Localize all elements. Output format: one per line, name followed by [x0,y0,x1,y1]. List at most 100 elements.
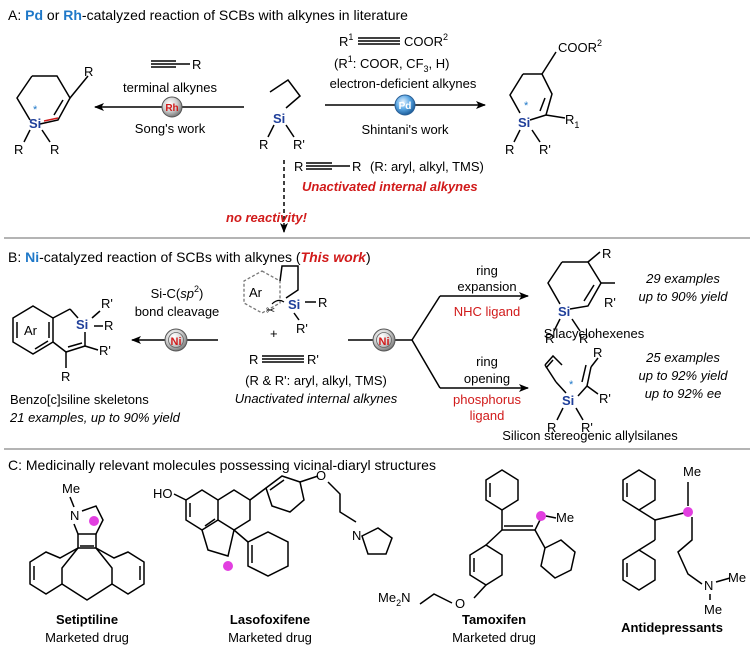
svg-text:R: R [14,142,23,157]
phosphorus-ligand-label: phosphorus [453,392,521,407]
svg-text:R': R' [599,391,611,406]
marker-dot [223,561,233,571]
drug-name: Lasofoxifene [230,612,310,627]
drug-status: Marketed drug [452,630,536,645]
svg-text:Me: Me [556,510,574,525]
svg-text:Me2N: Me2N [378,590,410,608]
opening-stat-1: 25 examples [645,350,720,365]
svg-text:R': R' [99,343,111,358]
ester-alkyne-reagent: R1 [339,32,353,49]
benzosiline-stat: 21 examples, up to 90% yield [9,410,181,425]
drug-name: Setiptiline [56,612,118,627]
silacyclohexene-product-pd: COOR2 R1 Si * R R' [505,38,602,157]
svg-text:R': R' [101,296,113,311]
svg-text:Me: Me [683,464,701,479]
svg-text:Me: Me [728,570,746,585]
drug-name: Antidepressants [621,620,723,635]
bond-cleavage-label: bond cleavage [135,304,220,319]
panel-a-heading: A: Pd or Rh-catalyzed reaction of SCBs w… [8,7,408,23]
svg-text:*: * [524,100,529,112]
svg-text:Si: Si [562,393,574,408]
svg-text:Me: Me [704,602,722,617]
svg-text:Ni: Ni [379,336,390,348]
svg-text:COOR2: COOR2 [404,32,448,49]
lasofoxifene-structure: HO O N Lasofoxifene Marketed drug [153,468,393,645]
si-c-sp2-label: Si-C(sp2) [151,284,204,301]
svg-text:Si: Si [29,116,41,131]
panel-c-heading: C: Medicinally relevant molecules posses… [8,457,436,473]
svg-text:R: R [192,57,201,72]
drug-status: Marketed drug [45,630,129,645]
svg-text:*: * [33,104,38,116]
drug-status: Marketed drug [228,630,312,645]
silacyclohexenes-label: Silacyclohexenes [544,326,645,341]
svg-text:R: R [294,159,303,174]
setiptiline-structure: Me N Setiptiline Marketed drug [29,481,145,645]
svg-text:R': R' [581,420,593,435]
svg-text:Si: Si [288,297,300,312]
svg-text:Pd: Pd [399,101,412,112]
drug-name: Tamoxifen [462,612,526,627]
opening-stat-3: up to 92% ee [645,386,722,401]
svg-text:Si: Si [273,111,285,126]
svg-text:R: R [84,64,93,79]
benzosiline-label: Benzo[c]siline skeletons [10,392,149,407]
svg-text:N: N [352,528,361,543]
svg-text:N: N [70,508,79,523]
svg-text:R: R [318,295,327,310]
unreactive-pathway: R R (R: aryl, alkyl, TMS) Unactivated in… [226,159,484,233]
allylsilanes-label: Silicon stereogenic allylsilanes [502,428,678,443]
nhc-ligand-label: NHC ligand [454,304,520,319]
svg-text:COOR2: COOR2 [558,38,602,55]
svg-text:O: O [455,596,465,611]
silacyclohexene-product-a: Si * R R R [14,64,93,157]
svg-text:HO: HO [153,486,173,501]
svg-text:*: * [569,379,574,391]
no-reactivity-label: no reactivity! [226,210,308,225]
svg-text:R': R' [604,295,616,310]
tamoxifen-structure: Me O Me2N Tamoxifen Marketed drug [378,469,576,645]
rh-reaction-arrow: R terminal alkynes Rh Song's work [94,57,244,136]
ring-expansion-label: expansion [457,279,516,294]
aryl-fused-silacyclobutane: Ar Si R R' ✂ + R R' (R & R': aryl, alkyl… [235,265,398,406]
expansion-stat-2: up to 90% yield [639,289,729,304]
svg-text:Si: Si [518,115,530,130]
ring-opening-label: opening [464,371,510,386]
rh-catalyst-icon [161,96,183,118]
expansion-stat-1: 29 examples [645,271,720,286]
svg-text:R': R' [293,137,305,152]
ni-branch: Ni ring expansion NHC ligand ring openin… [348,263,529,423]
songs-work-label: Song's work [135,121,206,136]
panel-b-heading: B: Ni-catalyzed reaction of SCBs with al… [8,249,371,265]
svg-text:R: R [602,246,611,261]
svg-text:R: R [352,159,361,174]
shintanis-work-label: Shintani's work [361,122,449,137]
svg-text:ring: ring [476,263,498,278]
svg-text:R': R' [579,331,591,346]
svg-text:Ar: Ar [24,323,38,338]
svg-text:ring: ring [476,354,498,369]
pd-catalyst-icon [394,94,416,116]
svg-text:Ni: Ni [171,336,182,348]
marker-dot [536,511,546,521]
alkyne-scope-label: (R: aryl, alkyl, TMS) [370,159,484,174]
electron-deficient-label: electron-deficient alkynes [330,76,477,91]
svg-text:R1: R1 [565,112,579,130]
svg-text:R: R [547,420,556,435]
silacyclohexene-product-b: R R' Si R R' Silacyclohexenes [544,246,645,346]
opening-stat-2: up to 92% yield [639,368,729,383]
svg-text:R': R' [307,352,319,367]
svg-text:N: N [704,578,713,593]
terminal-alkynes-label: terminal alkynes [123,80,217,95]
silacyclobutane-a: Si R R' [259,78,305,152]
svg-text:R: R [50,142,59,157]
svg-text:Ar: Ar [249,285,263,300]
marker-dot [683,507,693,517]
svg-text:+: + [270,326,278,341]
svg-text:Si: Si [558,304,570,319]
svg-text:R: R [61,369,70,384]
svg-text:R: R [545,331,554,346]
antidepressant-structure: Me N Me Me Antidepressants [621,464,746,635]
unactivated-alkynes-label-b: Unactivated internal alkynes [235,391,398,406]
